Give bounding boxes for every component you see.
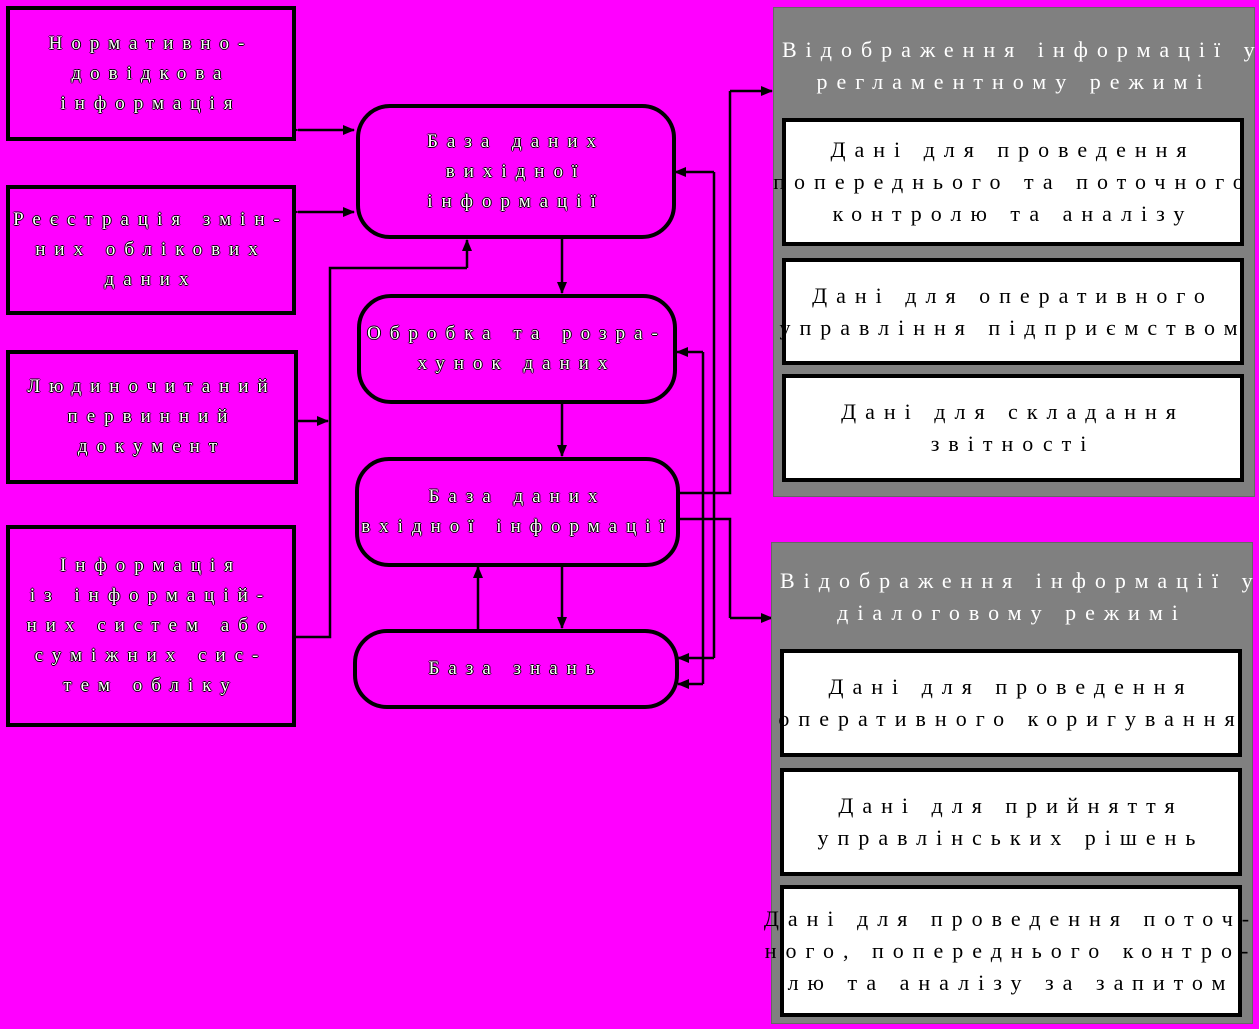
- processing-node: Обробка та розра- хунок даних: [357, 294, 677, 404]
- input-primary-document-box: Людиночитаний первинний документ: [6, 350, 298, 484]
- input-database-node: База даних вхідної інформації: [355, 457, 680, 567]
- output-label: управління підприємством: [779, 314, 1247, 340]
- output-label: контролю та аналізу: [832, 201, 1194, 226]
- node-label: вихідної: [445, 160, 587, 182]
- output-label: управлінських рішень: [817, 825, 1205, 850]
- output-label: лю та аналізу за запитом: [787, 970, 1235, 995]
- node-label: Людиночитаний: [27, 376, 277, 397]
- output-box: Дані для проведення поточ- ного, поперед…: [764, 885, 1249, 1017]
- source-database-node: База даних вихідної інформації: [356, 104, 676, 239]
- output-label: звітності: [930, 431, 1096, 456]
- node-label: них облікових: [35, 239, 267, 260]
- knowledge-base-node: База знань: [353, 629, 679, 709]
- output-label: попереднього та поточного: [773, 169, 1253, 194]
- line-external-systems: [296, 266, 467, 639]
- input-normative-box: Нормативно- довідкова інформація: [6, 6, 296, 141]
- node-label: хунок даних: [417, 353, 617, 374]
- node-label: вхідної інформації: [361, 516, 674, 537]
- line-inputdb-regulated: [680, 91, 732, 495]
- node-label: із інформацій-: [29, 585, 273, 606]
- input-registration-box: Реєстрація змін- них облікових даних: [6, 185, 296, 315]
- output-label: Дані для прийняття: [838, 793, 1184, 818]
- panel-title-line: регламентному режимі: [816, 69, 1212, 94]
- output-label: Дані для проведення поточ-: [763, 906, 1259, 931]
- output-box: Дані для прийняття управлінських рішень: [780, 768, 1242, 876]
- node-label: тем обліку: [63, 675, 239, 696]
- node-label: Обробка та розра-: [367, 323, 667, 344]
- node-label: документ: [77, 436, 227, 457]
- input-external-systems-box: Інформація із інформацій- них систем або…: [6, 525, 296, 727]
- node-label: База знань: [428, 658, 604, 679]
- node-label: інформація: [60, 92, 242, 114]
- output-box: Дані для проведення попереднього та пото…: [773, 118, 1244, 246]
- node-label: База даних: [427, 130, 605, 152]
- output-label: Дані для проведення: [830, 137, 1196, 162]
- output-label: оперативного коригування: [778, 706, 1244, 731]
- panel-title-line: діалоговому режимі: [837, 600, 1187, 625]
- dialog-mode-panel: Відображення інформації у діалоговому ре…: [764, 542, 1259, 1024]
- node-label: суміжних сис-: [34, 645, 268, 666]
- output-box: Дані для складання звітності: [782, 374, 1244, 482]
- output-box: Дані для проведення оперативного коригув…: [778, 649, 1244, 757]
- panel-title-line: Відображення інформації у: [782, 37, 1259, 62]
- output-box: Дані для оперативного управління підприє…: [779, 258, 1247, 365]
- node-label: даних: [104, 269, 198, 290]
- regulated-mode-panel: Відображення інформації у регламентному …: [773, 7, 1255, 497]
- node-label: База даних: [428, 486, 607, 507]
- node-label: Реєстрація змін-: [13, 209, 289, 230]
- panel-title-line: Відображення інформації у: [780, 568, 1259, 593]
- node-label: них систем або: [26, 615, 276, 636]
- node-label: інформації: [427, 190, 605, 212]
- line-inputdb-dialog: [680, 517, 732, 618]
- node-label: довідкова: [71, 62, 231, 84]
- output-label: ного, попереднього контро-: [764, 938, 1258, 963]
- node-label: Інформація: [59, 555, 242, 576]
- output-label: Дані для оперативного: [812, 282, 1214, 308]
- panel-title: Відображення інформації у регламентному …: [782, 34, 1259, 98]
- output-label: Дані для проведення: [828, 674, 1194, 699]
- panel-title: Відображення інформації у діалоговому ре…: [780, 565, 1259, 629]
- node-label: Нормативно-: [48, 32, 254, 54]
- output-label: Дані для складання: [841, 399, 1185, 424]
- node-label: первинний: [67, 406, 237, 427]
